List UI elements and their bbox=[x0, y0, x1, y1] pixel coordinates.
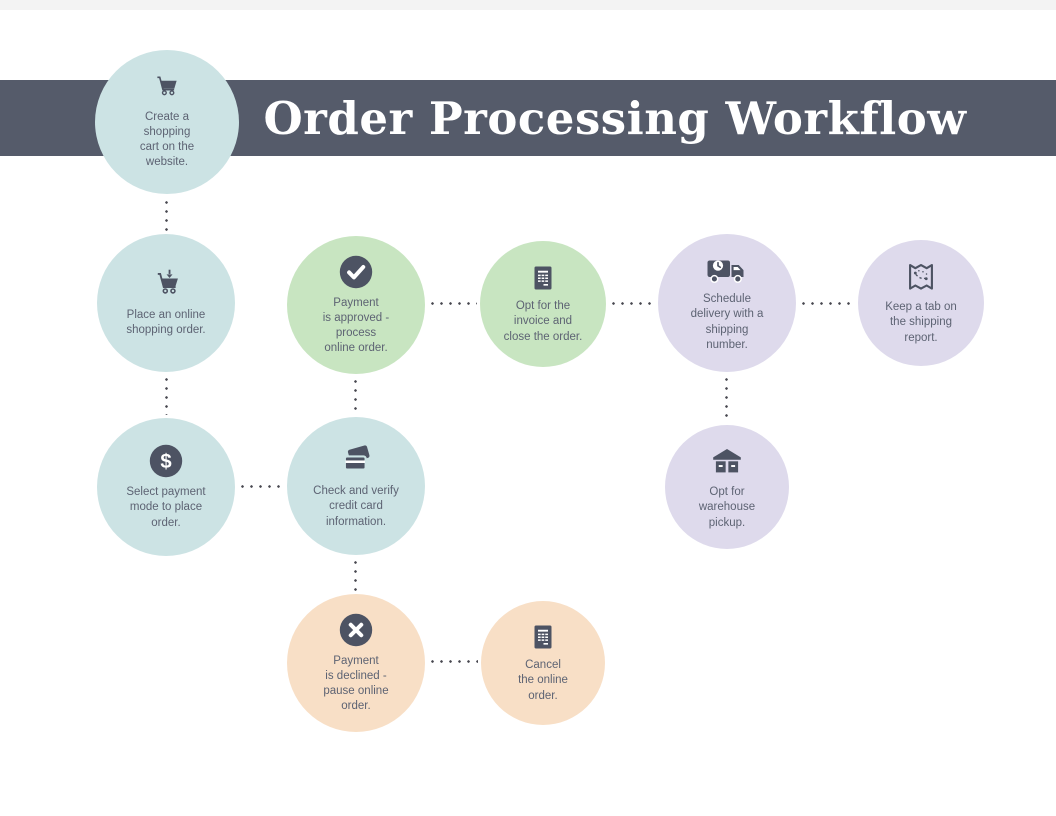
dollar-circle-icon: $ bbox=[148, 443, 184, 479]
connector-approved-to-verify bbox=[354, 377, 357, 414]
node-label: Create a shopping cart on the website. bbox=[139, 110, 195, 169]
node-shipping-report: Keep a tab on the shipping report. bbox=[858, 240, 984, 366]
node-cancel-order: Cancel the online order. bbox=[481, 601, 605, 725]
node-label: Payment is declined - pause online order… bbox=[323, 654, 389, 713]
credit-card-icon bbox=[338, 442, 374, 478]
invoice-icon bbox=[528, 263, 558, 293]
connector-delivery-to-warehouse bbox=[725, 375, 728, 421]
node-label: Check and verify credit card information… bbox=[313, 485, 399, 528]
node-schedule-delivery: Schedule delivery with a shipping number… bbox=[658, 234, 796, 372]
warehouse-icon bbox=[709, 443, 745, 479]
node-verify-card: Check and verify credit card information… bbox=[287, 417, 425, 555]
node-create-cart: Create a shopping cart on the website. bbox=[95, 50, 239, 194]
node-place-order: Place an online shopping order. bbox=[97, 234, 235, 372]
node-invoice-close: Opt for the invoice and close the order. bbox=[480, 241, 606, 367]
svg-text:$: $ bbox=[160, 451, 171, 473]
node-label: Payment is approved - process online ord… bbox=[322, 296, 390, 355]
connector-verify-to-declined bbox=[354, 558, 357, 591]
connector-payment-mode-to-verify bbox=[238, 485, 284, 488]
x-circle-icon bbox=[338, 612, 374, 648]
node-label: Place an online shopping order. bbox=[126, 308, 206, 336]
map-icon bbox=[904, 260, 938, 294]
connector-invoice-to-delivery bbox=[609, 302, 655, 305]
connector-place-to-payment-mode bbox=[165, 375, 168, 415]
node-label: Keep a tab on the shipping report. bbox=[885, 301, 957, 344]
node-label: Cancel the online order. bbox=[518, 659, 568, 702]
node-payment-declined: Payment is declined - pause online order… bbox=[287, 594, 425, 732]
node-payment-approved: Payment is approved - process online ord… bbox=[287, 236, 425, 374]
cart-download-icon bbox=[149, 268, 183, 302]
connector-delivery-to-report bbox=[799, 302, 855, 305]
connector-create-to-place bbox=[165, 198, 168, 231]
node-warehouse-pickup: Opt for warehouse pickup. bbox=[665, 425, 789, 549]
delivery-truck-icon bbox=[706, 253, 748, 286]
page-title: Order Processing Workflow bbox=[263, 91, 967, 145]
page-top-edge bbox=[0, 0, 1056, 10]
node-select-payment: $ Select payment mode to place order. bbox=[97, 418, 235, 556]
node-label: Opt for the invoice and close the order. bbox=[503, 300, 583, 343]
node-label: Opt for warehouse pickup. bbox=[698, 486, 756, 529]
connector-approved-to-invoice bbox=[428, 302, 477, 305]
shopping-cart-icon bbox=[152, 74, 182, 104]
node-label: Select payment mode to place order. bbox=[126, 486, 206, 529]
connector-declined-to-cancel bbox=[428, 660, 478, 663]
node-label: Schedule delivery with a shipping number… bbox=[690, 293, 764, 351]
check-circle-icon bbox=[338, 254, 374, 290]
invoice-icon bbox=[528, 622, 558, 652]
